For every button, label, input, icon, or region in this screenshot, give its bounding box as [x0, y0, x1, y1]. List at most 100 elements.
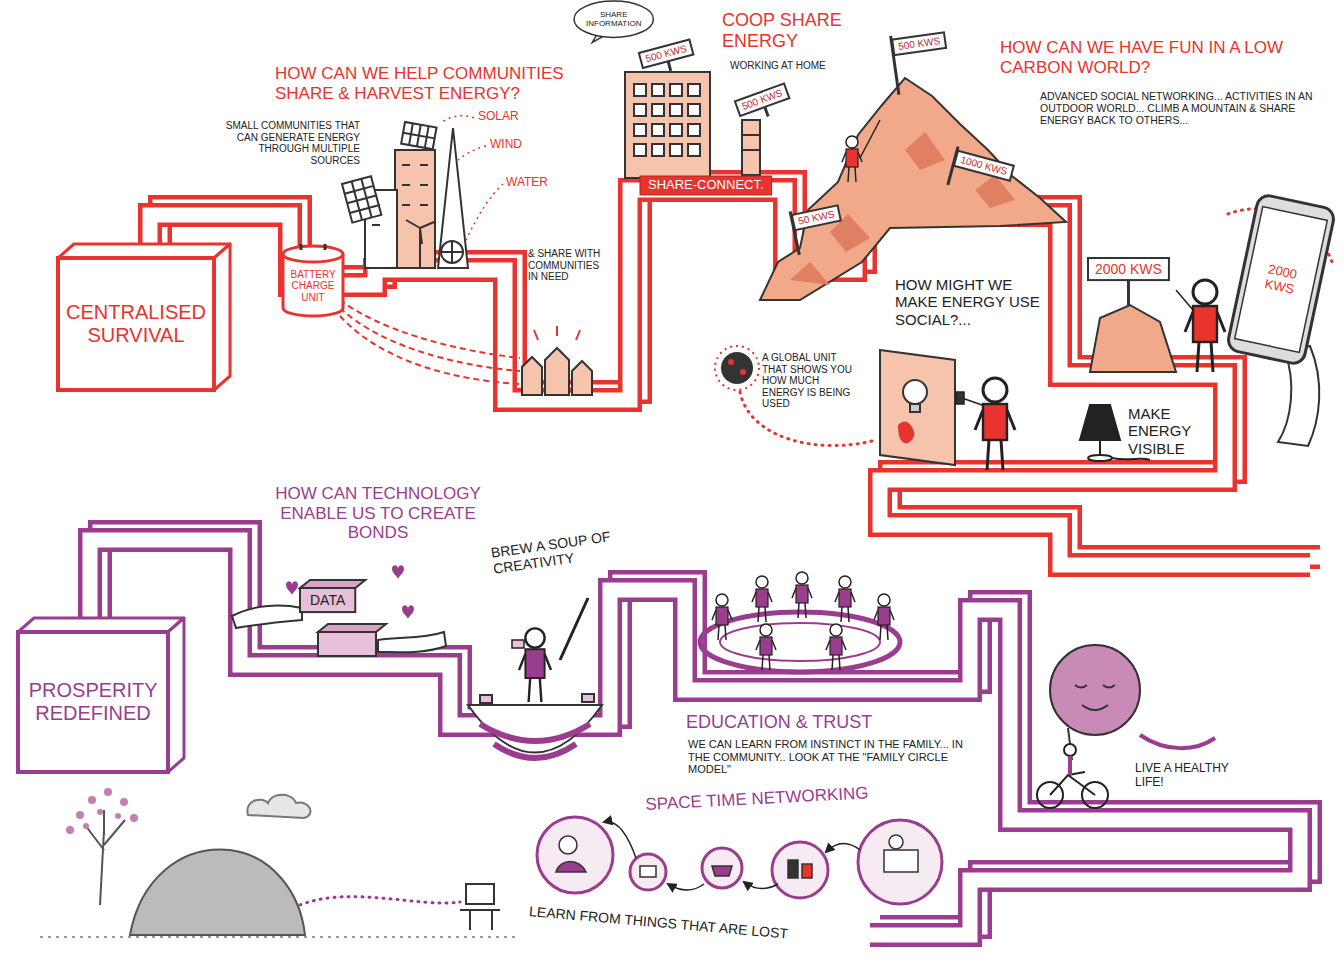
source-label: WATER [506, 176, 548, 190]
network-arrows [744, 882, 778, 889]
bicycle [1037, 744, 1108, 808]
sign-board [639, 40, 693, 68]
power-lines [340, 300, 520, 384]
network-icons [884, 850, 918, 872]
network-arrows [604, 822, 860, 890]
social-person [956, 392, 964, 404]
brick-top [300, 580, 365, 588]
kws-sign: 500 KWS [735, 84, 789, 116]
global-unit [715, 346, 876, 446]
node-text: PROSPERITY REDEFINED [29, 679, 158, 725]
data-brick: DATA [300, 588, 355, 612]
note: WE CAN LEARN FROM INSTINCT IN THE FAMILY… [688, 738, 970, 776]
tree-blossom [120, 798, 128, 806]
soup-bowl [494, 744, 576, 758]
energy-wall [910, 404, 920, 412]
village-illustration [342, 176, 381, 222]
sign-person [1176, 280, 1225, 372]
note: ADVANCED SOCIAL NETWORKING... ACTIVITIES… [1040, 90, 1328, 126]
happy-ball [1050, 645, 1140, 735]
soup-bowl [468, 694, 602, 758]
kws-sign: 2000 KWS [1088, 258, 1169, 280]
network-icons [889, 835, 903, 849]
note: SMALL COMMUNITIES THAT CAN GENERATE ENER… [222, 120, 360, 166]
network-icons [802, 864, 812, 878]
red-ribbon [160, 182, 1320, 557]
lamp [1099, 440, 1101, 456]
social-person [975, 378, 1015, 470]
network-circles [772, 842, 828, 898]
network-icons [556, 835, 918, 878]
node-text: SHARE-CONNECT. [648, 178, 764, 193]
energy-wall [903, 380, 927, 404]
social-person [962, 398, 982, 405]
sign-post [1127, 280, 1130, 305]
tree-blossom [97, 809, 103, 815]
family-people [712, 594, 732, 640]
flag-board [892, 32, 946, 55]
laptop [460, 884, 500, 930]
hands-and-bricks [318, 632, 376, 656]
sign-post [765, 107, 768, 116]
red-ribbon [150, 182, 1320, 565]
hearts [402, 605, 414, 619]
network-icons [559, 836, 577, 854]
community-houses [522, 326, 592, 395]
mountain [760, 78, 1066, 300]
sign-board [1088, 258, 1169, 280]
global-unit [721, 352, 753, 384]
sign-mound [1090, 305, 1176, 372]
purple-ribbon [90, 540, 1300, 935]
flag-board [954, 151, 1014, 181]
node-text: DATA [310, 592, 345, 608]
phone-body [1226, 194, 1335, 366]
tree-blossom [104, 788, 112, 796]
hands-and-bricks [232, 606, 446, 656]
climber [842, 120, 880, 182]
village-illustration [406, 220, 434, 244]
tree-blossom [130, 814, 138, 822]
happy-ball [1050, 645, 1215, 760]
global-unit [740, 392, 876, 446]
sign-board [735, 84, 789, 116]
family-people [756, 624, 776, 670]
village-illustration [401, 122, 436, 149]
sign-person [1185, 280, 1225, 372]
mountain [760, 78, 1066, 300]
village-illustration [342, 122, 468, 268]
network-arrows [604, 822, 636, 858]
question-heading: HOW MIGHT WE MAKE ENERGY USE SOCIAL?... [895, 276, 1043, 328]
source-label: WIND [490, 138, 522, 152]
lamp [1112, 458, 1150, 460]
hands-and-bricks [378, 632, 446, 652]
purple-ribbon [90, 540, 1300, 935]
question-heading: HOW CAN TECHNOLOGY ENABLE US TO CREATE B… [262, 484, 494, 543]
network-circles [858, 820, 942, 904]
village-illustration [441, 241, 463, 263]
purple-ribbon [100, 532, 1310, 927]
energy-wall [880, 350, 955, 465]
rock [40, 850, 520, 937]
question-heading: COOP SHARE ENERGY [722, 10, 872, 51]
network-circles [702, 848, 742, 888]
family-people [835, 576, 855, 622]
rock [130, 850, 305, 935]
mountain [790, 132, 1015, 285]
red-ribbon [160, 182, 1320, 557]
note: A GLOBAL UNIT THAT SHOWS YOU HOW MUCH EN… [762, 352, 857, 410]
battery-top [283, 246, 343, 262]
phone-screen [1235, 207, 1328, 353]
happy-ball [1075, 685, 1115, 710]
kws-flag: 500 KWS [892, 32, 946, 55]
family-people [874, 594, 894, 640]
note: BREW A SOUP OF CREATIVITY [490, 524, 643, 577]
happy-ball [1140, 735, 1215, 748]
battery-terminals [301, 244, 325, 250]
coop-building [625, 72, 760, 178]
laptop [470, 910, 492, 930]
network-arrows [826, 843, 860, 852]
path-banner: SHARE-CONNECT. [640, 176, 772, 195]
